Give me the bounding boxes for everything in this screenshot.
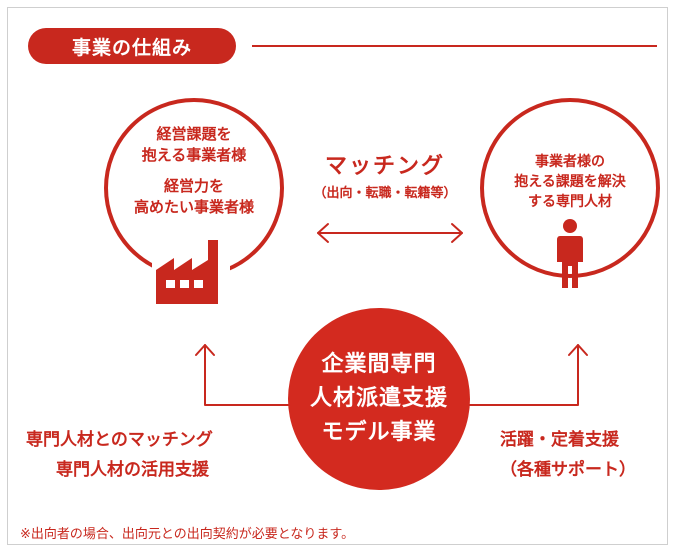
specialist-line-2: 抱える課題を解決	[514, 174, 626, 190]
center-line-2: 人材派遣支援	[309, 386, 448, 411]
retention-support-label: 活躍・定着支援	[500, 430, 619, 450]
center-line-3: モデル事業	[321, 420, 437, 445]
matching-title: マッチング	[324, 154, 445, 179]
client-line-4: 高めたい事業者様	[133, 198, 254, 216]
specialist-line-3: する専門人材	[528, 194, 612, 210]
person-icon	[557, 219, 583, 288]
client-line-2: 抱える事業者様	[141, 146, 247, 164]
footnote: ※出向者の場合、出向元との出向契約が必要となります。	[20, 527, 355, 542]
section-title: 事業の仕組み	[28, 28, 236, 64]
matching-subtitle: （出向・転職・転籍等）	[313, 186, 457, 201]
client-line-3: 経営力を	[163, 177, 224, 195]
various-support-label: （各種サポート）	[500, 460, 636, 480]
right-up-arrow-icon	[457, 344, 588, 406]
matching-support-label: 専門人材とのマッチング	[26, 430, 213, 450]
factory-icon	[152, 240, 230, 306]
double-arrow-icon	[317, 223, 463, 243]
specialist-line-1: 事業者様の	[535, 154, 605, 170]
client-line-1: 経営課題を	[156, 125, 232, 143]
model-project-circle: 企業間専門 人材派遣支援 モデル事業	[288, 308, 470, 490]
title-rule	[252, 45, 657, 47]
left-up-arrow-icon	[195, 344, 301, 406]
utilization-support-label: 専門人材の活用支援	[56, 460, 209, 480]
center-line-1: 企業間専門	[321, 352, 437, 377]
